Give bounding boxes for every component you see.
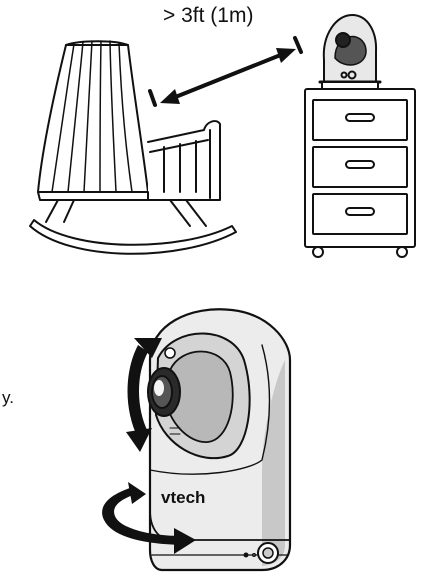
dresser-icon <box>305 89 415 257</box>
camera-icon <box>148 309 290 570</box>
rocking-crib-icon <box>30 41 236 254</box>
vtech-logo: vtech <box>161 488 205 508</box>
small-camera-icon <box>320 15 380 89</box>
edge-text-fragment: y. <box>2 388 14 408</box>
distance-arrow-icon <box>150 38 301 105</box>
distance-label: > 3ft (1m) <box>163 4 253 28</box>
